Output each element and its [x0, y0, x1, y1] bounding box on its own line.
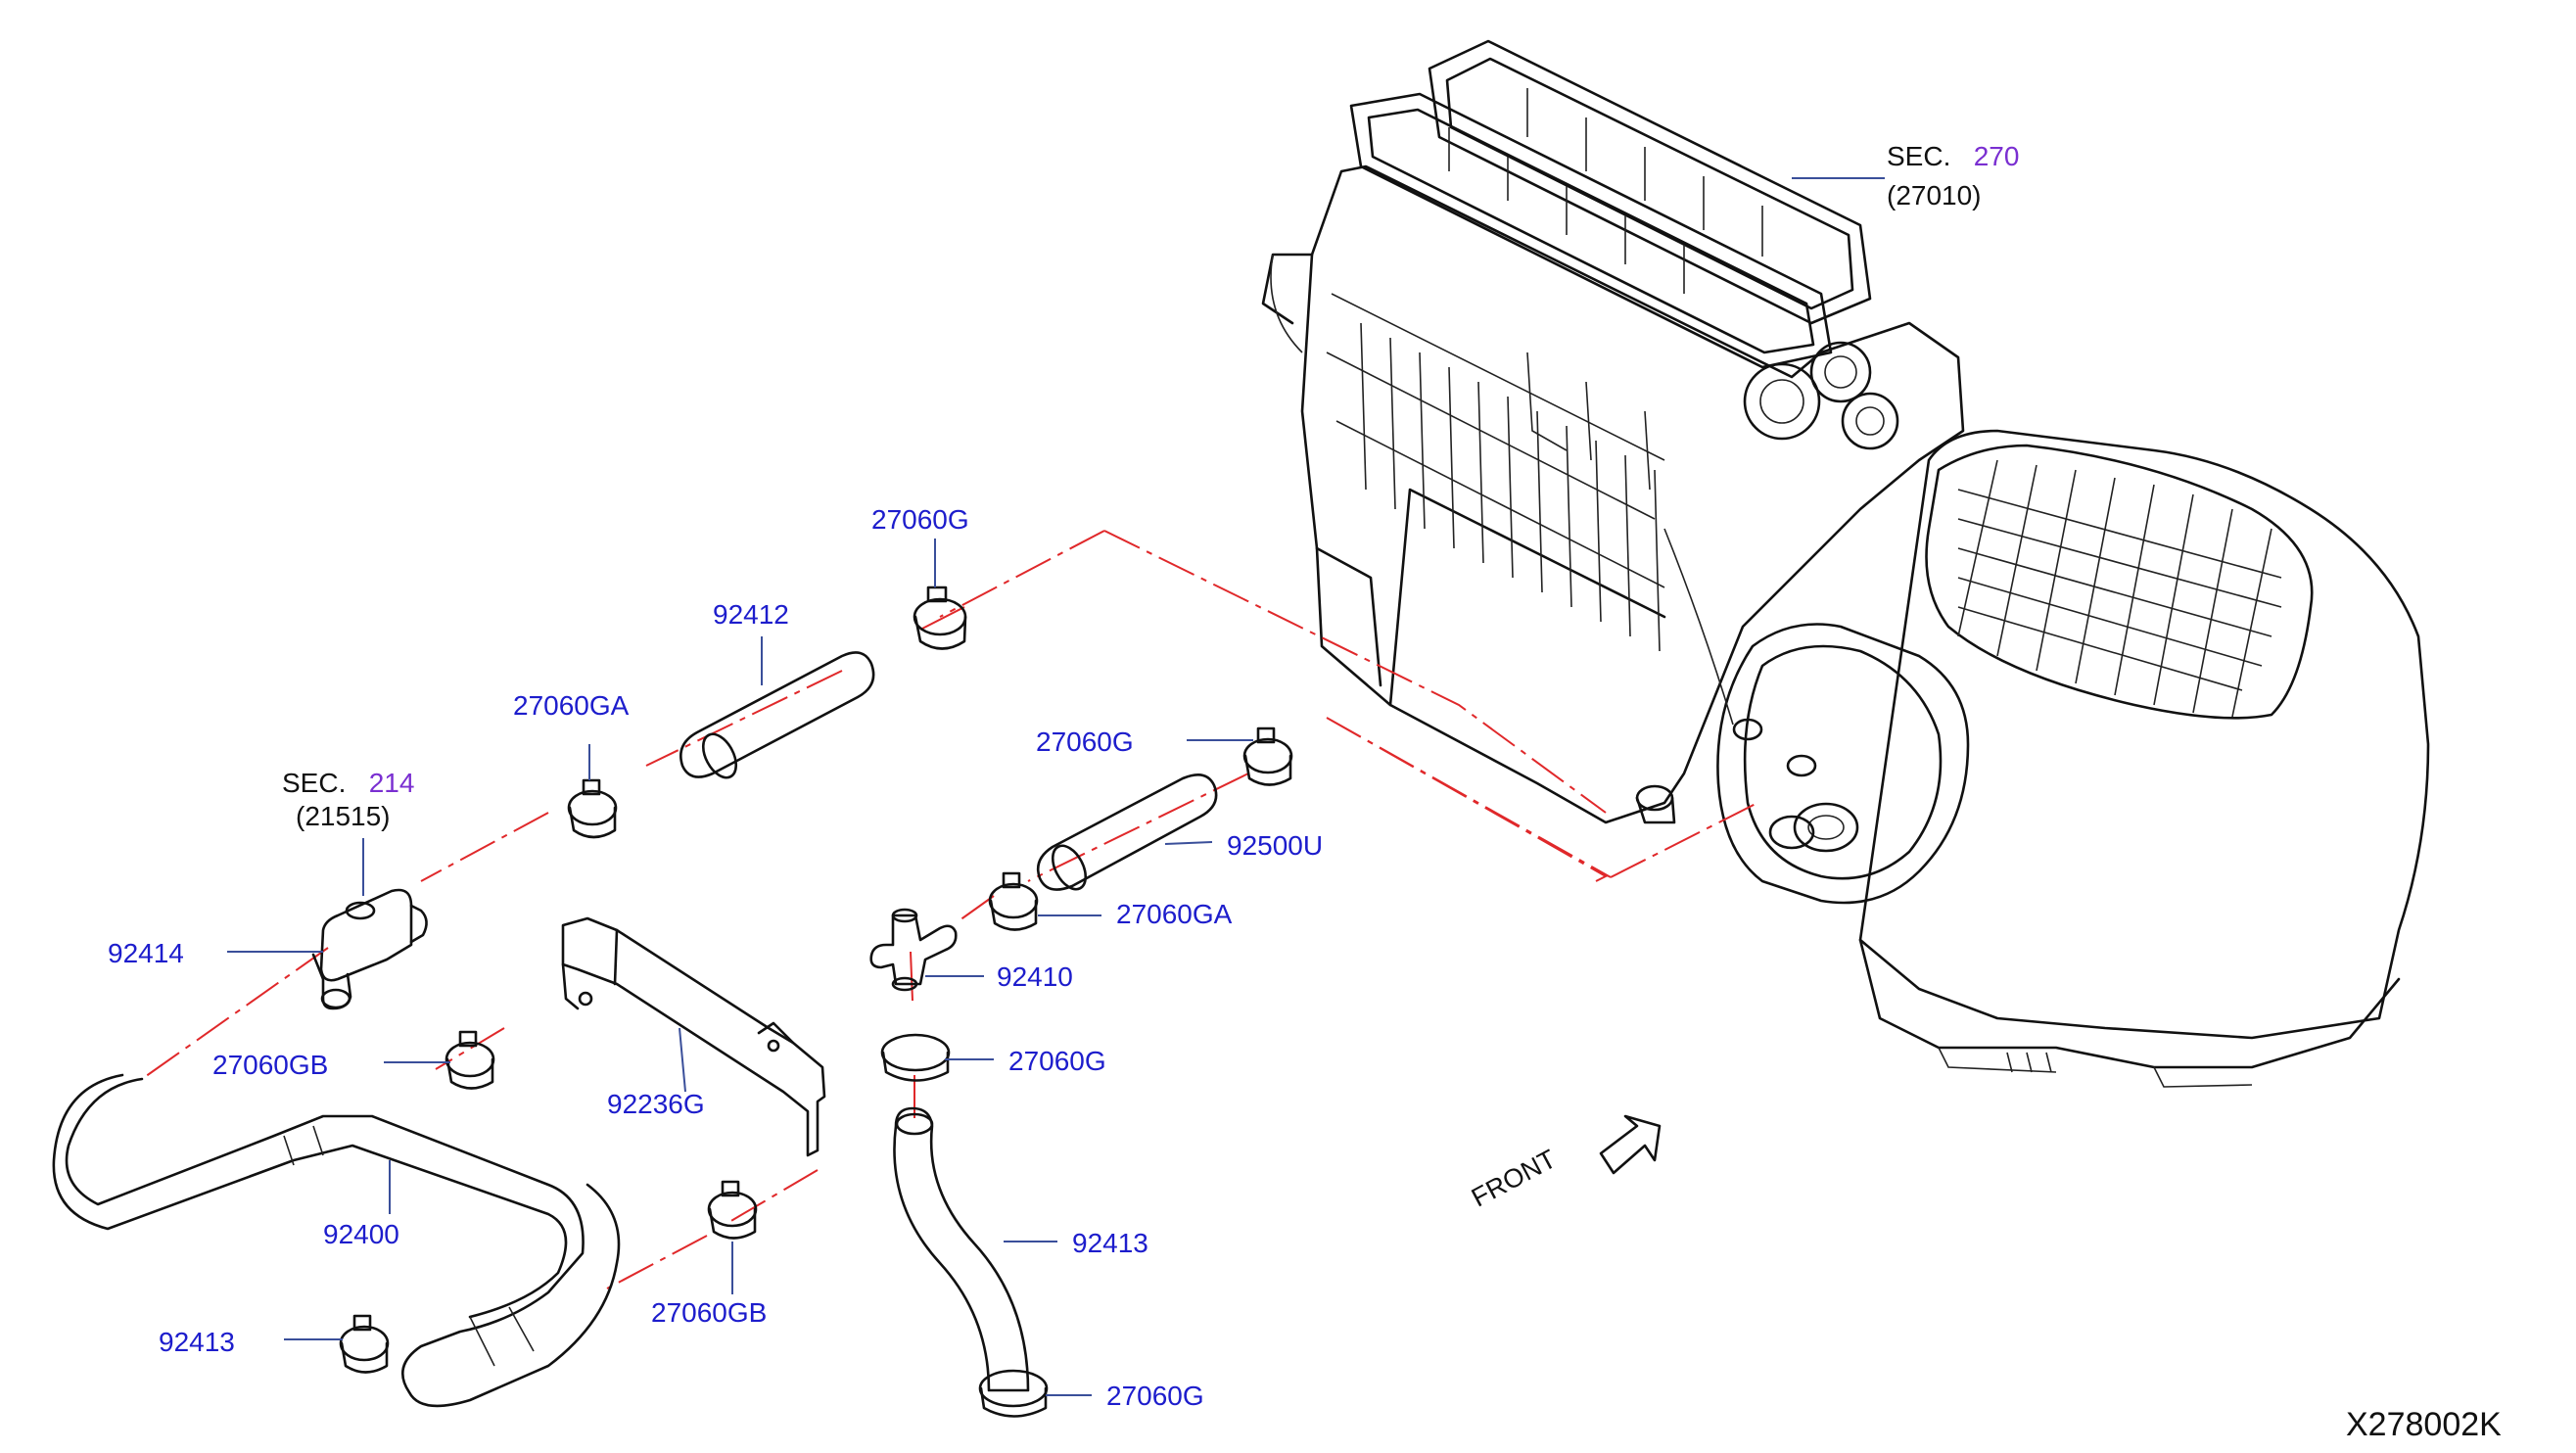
clamp-92413-left [339, 1314, 390, 1374]
hose-92400 [52, 1073, 621, 1408]
bracket-92236g [561, 916, 826, 1157]
clamp-27060g-mid [1242, 726, 1293, 786]
joint-92414 [311, 888, 428, 1010]
diagram-code: X278002K [2346, 1406, 2502, 1443]
callout-27060gb-lower: 27060GB [651, 1297, 768, 1328]
callout-92236g: 92236G [607, 1089, 705, 1119]
callout-92410: 92410 [997, 961, 1073, 992]
leader-lines [227, 177, 1885, 1396]
callout-27060g-lower: 27060G [1008, 1046, 1106, 1076]
clamp-27060ga-mid [988, 871, 1039, 931]
callout-92413-right: 92413 [1072, 1228, 1148, 1258]
sec-number-270: 270 [1973, 141, 2020, 171]
clamp-27060g-bottom [978, 1369, 1049, 1418]
callout-92414: 92414 [108, 938, 184, 968]
sec-ref-270: SEC. 270 [1887, 141, 2020, 171]
front-arrow-icon [1599, 1114, 1662, 1175]
callout-92500u: 92500U [1227, 830, 1324, 861]
sec-part-27010: (27010) [1887, 180, 1982, 211]
clamp-27060gb-lower [707, 1180, 758, 1240]
clamp-27060g-top [913, 586, 967, 650]
clamp-27060gb-upper [445, 1030, 495, 1090]
callout-92400: 92400 [323, 1219, 399, 1249]
callout-27060ga-mid: 27060GA [1116, 899, 1233, 929]
joint-92410 [869, 908, 958, 992]
sec-number-214: 214 [368, 768, 415, 798]
hose-92500u [1036, 773, 1218, 891]
callout-92413-left: 92413 [159, 1327, 235, 1357]
clamp-27060ga-left [567, 778, 618, 839]
callout-27060g-top: 27060G [871, 504, 969, 535]
callout-92412: 92412 [713, 599, 789, 630]
clamp-27060g-lower [880, 1033, 951, 1082]
callout-27060g-mid: 27060G [1036, 726, 1134, 757]
heater-unit-assembly [1261, 39, 2430, 1088]
hose-92412 [679, 651, 875, 779]
callout-27060gb-upper: 27060GB [212, 1050, 329, 1080]
callout-27060g-bottom: 27060G [1106, 1381, 1204, 1411]
hose-92413-right [893, 1106, 1030, 1392]
connection-lines [141, 530, 1758, 1289]
callout-27060ga-left: 27060GA [513, 690, 630, 721]
sec-ref-214: SEC. 214 [282, 768, 415, 798]
sec-part-21515: (21515) [296, 801, 391, 831]
blower-intake-grille [1957, 459, 2282, 718]
